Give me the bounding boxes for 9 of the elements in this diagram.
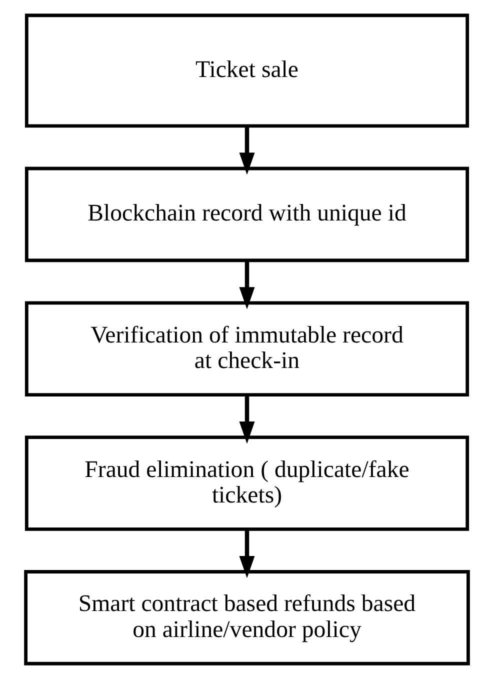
- arrow: [238, 126, 254, 175]
- node-box: Fraud elimination ( duplicate/fake tickets): [24, 436, 469, 531]
- arrow: [238, 260, 254, 310]
- arrow: [238, 394, 254, 444]
- node-box: Smart contract based refunds based on airline/vendor policy: [24, 570, 470, 666]
- node-box: Ticket sale: [24, 14, 469, 128]
- node-box: Blockchain record with unique id: [24, 166, 469, 262]
- arrow: [238, 529, 254, 578]
- node-box: Verification of immutable record at check-in: [24, 301, 469, 396]
